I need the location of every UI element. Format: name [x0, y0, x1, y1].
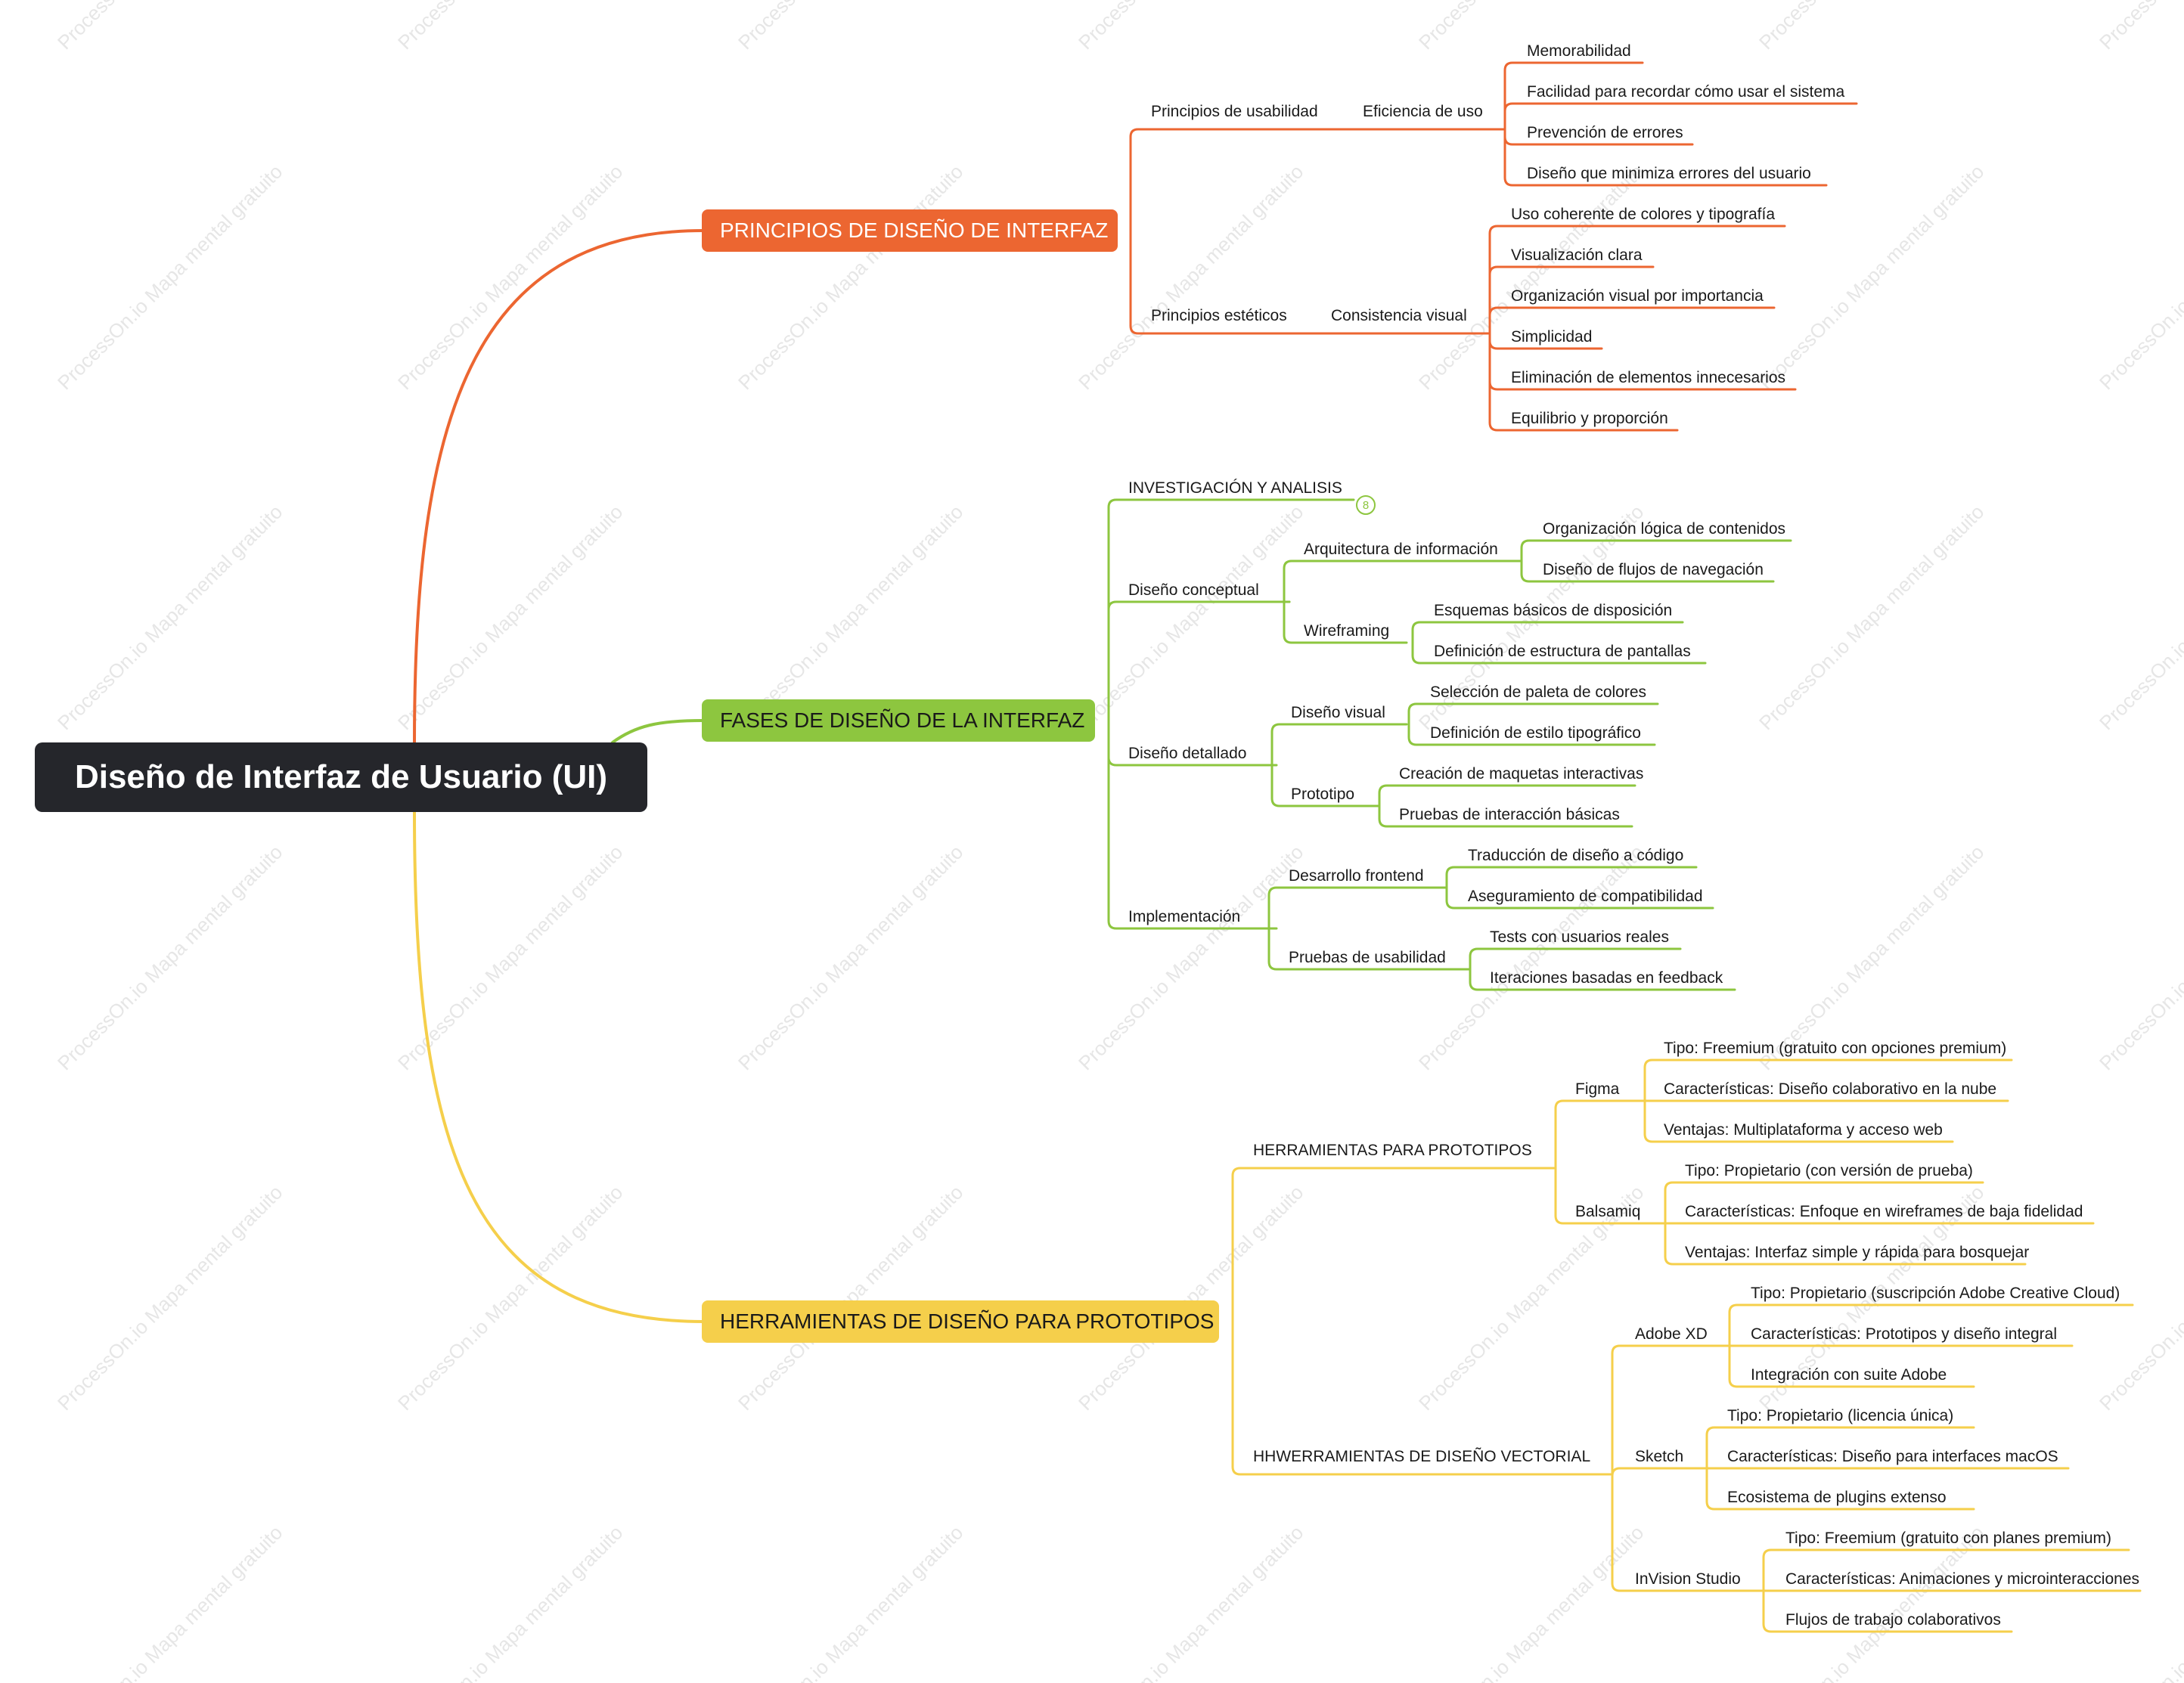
topic-herramientas-prototipos[interactable]: HERRAMIENTAS PARA PROTOTIPOS: [1253, 1142, 1532, 1159]
topic-diseno-visual[interactable]: Diseño visual: [1291, 704, 1385, 721]
topic-balsamiq[interactable]: Balsamiq: [1575, 1203, 1641, 1220]
topic-investigacion[interactable]: INVESTIGACIÓN Y ANALISIS: [1128, 479, 1342, 497]
leaf-organizacion-logica[interactable]: Organización lógica de contenidos: [1543, 520, 1786, 538]
topic-adobe-xd[interactable]: Adobe XD: [1635, 1325, 1708, 1343]
leaf-sketch-tipo[interactable]: Tipo: Propietario (licencia única): [1727, 1407, 1954, 1424]
topic-herramientas-vectorial[interactable]: HHWERRAMIENTAS DE DISEÑO VECTORIAL: [1253, 1448, 1591, 1465]
leaf-adobexd-caracteristicas[interactable]: Características: Prototipos y diseño int…: [1751, 1325, 2058, 1343]
leaf-esquemas-basicos[interactable]: Esquemas básicos de disposición: [1434, 602, 1673, 619]
collapsed-count-badge[interactable]: 8: [1356, 495, 1376, 515]
leaf-invision-flujos[interactable]: Flujos de trabajo colaborativos: [1785, 1611, 2001, 1629]
topic-sketch[interactable]: Sketch: [1635, 1448, 1684, 1465]
leaf-invision-tipo[interactable]: Tipo: Freemium (gratuito con planes prem…: [1785, 1530, 2112, 1547]
leaf-balsamiq-tipo[interactable]: Tipo: Propietario (con versión de prueba…: [1685, 1162, 1973, 1179]
leaf-eliminacion-elementos[interactable]: Eliminación de elementos innecesarios: [1511, 369, 1786, 386]
leaf-invision-caracteristicas[interactable]: Características: Animaciones y microinte…: [1785, 1570, 2140, 1588]
leaf-simplicidad[interactable]: Simplicidad: [1511, 328, 1593, 346]
leaf-memorabilidad[interactable]: Memorabilidad: [1527, 42, 1631, 60]
topic-principios-usabilidad[interactable]: Principios de usabilidad: [1151, 103, 1318, 120]
leaf-facilidad-recordar[interactable]: Facilidad para recordar cómo usar el sis…: [1527, 83, 1845, 101]
topic-diseno-detallado[interactable]: Diseño detallado: [1128, 745, 1247, 762]
topic-principios-esteticos[interactable]: Principios estéticos: [1151, 307, 1287, 324]
topic-arquitectura-informacion[interactable]: Arquitectura de información: [1304, 541, 1498, 558]
leaf-figma-caracteristicas[interactable]: Características: Diseño colaborativo en …: [1664, 1080, 1997, 1098]
topic-figma[interactable]: Figma: [1575, 1080, 1620, 1098]
leaf-traduccion-codigo[interactable]: Traducción de diseño a código: [1468, 847, 1684, 864]
leaf-adobexd-integracion[interactable]: Integración con suite Adobe: [1751, 1366, 1947, 1384]
leaf-sketch-plugins[interactable]: Ecosistema de plugins extenso: [1727, 1489, 1947, 1506]
topic-diseno-conceptual[interactable]: Diseño conceptual: [1128, 581, 1259, 599]
leaf-balsamiq-caracteristicas[interactable]: Características: Enfoque en wireframes d…: [1685, 1203, 2083, 1220]
leaf-colores-tipografia[interactable]: Uso coherente de colores y tipografía: [1511, 206, 1776, 223]
leaf-estructura-pantallas[interactable]: Definición de estructura de pantallas: [1434, 643, 1691, 660]
leaf-minimiza-errores[interactable]: Diseño que minimiza errores del usuario: [1527, 165, 1811, 182]
branch-fases[interactable]: FASES DE DISEÑO DE LA INTERFAZ: [702, 699, 1095, 742]
branch-herramientas[interactable]: HERRAMIENTAS DE DISEÑO PARA PROTOTIPOS: [702, 1300, 1219, 1343]
leaf-prevencion-errores[interactable]: Prevención de errores: [1527, 124, 1683, 141]
leaf-adobexd-tipo[interactable]: Tipo: Propietario (suscripción Adobe Cre…: [1751, 1285, 2120, 1302]
topic-wireframing[interactable]: Wireframing: [1304, 622, 1390, 640]
leaf-visualizacion-clara[interactable]: Visualización clara: [1511, 246, 1643, 264]
leaf-compatibilidad[interactable]: Aseguramiento de compatibilidad: [1468, 888, 1703, 905]
leaf-figma-ventajas[interactable]: Ventajas: Multiplataforma y acceso web: [1664, 1121, 1943, 1139]
root-topic[interactable]: Diseño de Interfaz de Usuario (UI): [35, 742, 647, 812]
leaf-paleta-colores[interactable]: Selección de paleta de colores: [1430, 683, 1647, 701]
topic-consistencia-visual[interactable]: Consistencia visual: [1331, 307, 1467, 324]
leaf-flujos-navegacion[interactable]: Diseño de flujos de navegación: [1543, 561, 1764, 578]
topic-pruebas-usabilidad[interactable]: Pruebas de usabilidad: [1289, 949, 1446, 966]
leaf-estilo-tipografico[interactable]: Definición de estilo tipográfico: [1430, 724, 1641, 742]
leaf-sketch-caracteristicas[interactable]: Características: Diseño para interfaces …: [1727, 1448, 2058, 1465]
topic-implementacion[interactable]: Implementación: [1128, 908, 1241, 925]
leaf-balsamiq-ventajas[interactable]: Ventajas: Interfaz simple y rápida para …: [1685, 1244, 2030, 1261]
topic-invision-studio[interactable]: InVision Studio: [1635, 1570, 1741, 1588]
topic-desarrollo-frontend[interactable]: Desarrollo frontend: [1289, 867, 1424, 885]
leaf-pruebas-interaccion[interactable]: Pruebas de interacción básicas: [1399, 806, 1620, 823]
topic-eficiencia-uso[interactable]: Eficiencia de uso: [1363, 103, 1483, 120]
branch-principios[interactable]: PRINCIPIOS DE DISEÑO DE INTERFAZ: [702, 209, 1118, 252]
leaf-tests-usuarios[interactable]: Tests con usuarios reales: [1490, 928, 1669, 946]
topic-prototipo[interactable]: Prototipo: [1291, 786, 1355, 803]
leaf-equilibrio-proporcion[interactable]: Equilibrio y proporción: [1511, 410, 1668, 427]
leaf-figma-tipo[interactable]: Tipo: Freemium (gratuito con opciones pr…: [1664, 1040, 2007, 1057]
leaf-organizacion-visual[interactable]: Organización visual por importancia: [1511, 287, 1764, 305]
leaf-maquetas-interactivas[interactable]: Creación de maquetas interactivas: [1399, 765, 1644, 783]
leaf-iteraciones-feedback[interactable]: Iteraciones basadas en feedback: [1490, 969, 1723, 987]
